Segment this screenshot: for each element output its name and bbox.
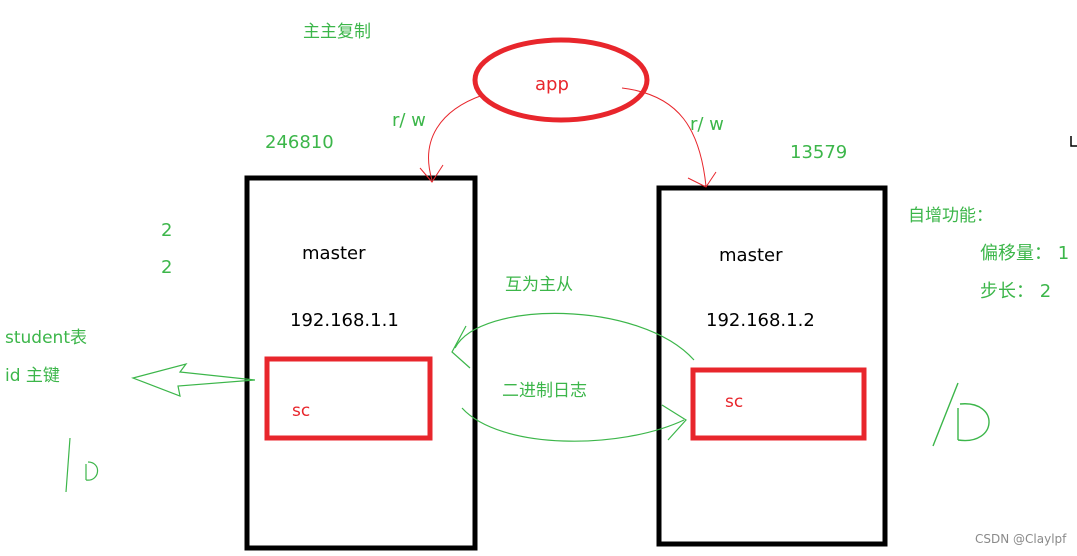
table-note-name: student表 bbox=[5, 328, 87, 348]
left-master-role: master bbox=[302, 243, 366, 264]
right-master-ip: 192.168.1.2 bbox=[706, 310, 815, 331]
left-rw-label: r/ w bbox=[392, 110, 426, 131]
binlog-label: 二进制日志 bbox=[502, 381, 587, 401]
right-rw-arrowhead bbox=[687, 171, 717, 188]
mutual-arrowhead-lower bbox=[661, 404, 687, 441]
handwriting-right bbox=[932, 382, 990, 447]
left-id-sequence: 246810 bbox=[265, 132, 334, 153]
left-rw-arrow bbox=[428, 94, 484, 181]
right-id-sequence: 13579 bbox=[790, 142, 848, 163]
left-sc-box bbox=[264, 356, 433, 441]
right-sc-box bbox=[690, 367, 867, 441]
right-rw-arrow bbox=[621, 87, 707, 187]
mutual-arrow-upper bbox=[454, 312, 695, 361]
left-rw-arrowhead bbox=[419, 164, 444, 183]
mutual-arrow-lower bbox=[461, 407, 685, 442]
auto-increment-heading: 自增功能： bbox=[908, 206, 993, 226]
mutual-master-label: 互为主从 bbox=[505, 275, 573, 295]
left-master-box bbox=[244, 175, 478, 551]
right-rw-label: r/ w bbox=[690, 114, 724, 135]
diagram-title: 主主复制 bbox=[303, 22, 371, 42]
auto-increment-offset: 偏移量： 1 bbox=[980, 243, 1070, 264]
left-note-line2: 2 bbox=[161, 257, 173, 278]
sc-to-table-arrow bbox=[131, 362, 256, 397]
watermark: CSDN @Claylpf bbox=[975, 532, 1067, 546]
left-note-line1: 2 bbox=[161, 220, 173, 241]
app-ellipse bbox=[472, 37, 650, 123]
handwriting-left bbox=[65, 437, 99, 493]
right-master-role: master bbox=[719, 245, 783, 266]
left-sc-label: sc bbox=[292, 401, 311, 421]
table-note-key: id 主键 bbox=[5, 366, 60, 386]
right-sc-label: sc bbox=[725, 392, 744, 412]
right-master-box bbox=[656, 185, 888, 547]
edge-artifact bbox=[1070, 136, 1077, 147]
mutual-arrowhead-upper bbox=[451, 325, 471, 369]
auto-increment-step: 步长： 2 bbox=[980, 281, 1052, 302]
left-master-ip: 192.168.1.1 bbox=[290, 310, 399, 331]
app-label: app bbox=[535, 74, 569, 95]
